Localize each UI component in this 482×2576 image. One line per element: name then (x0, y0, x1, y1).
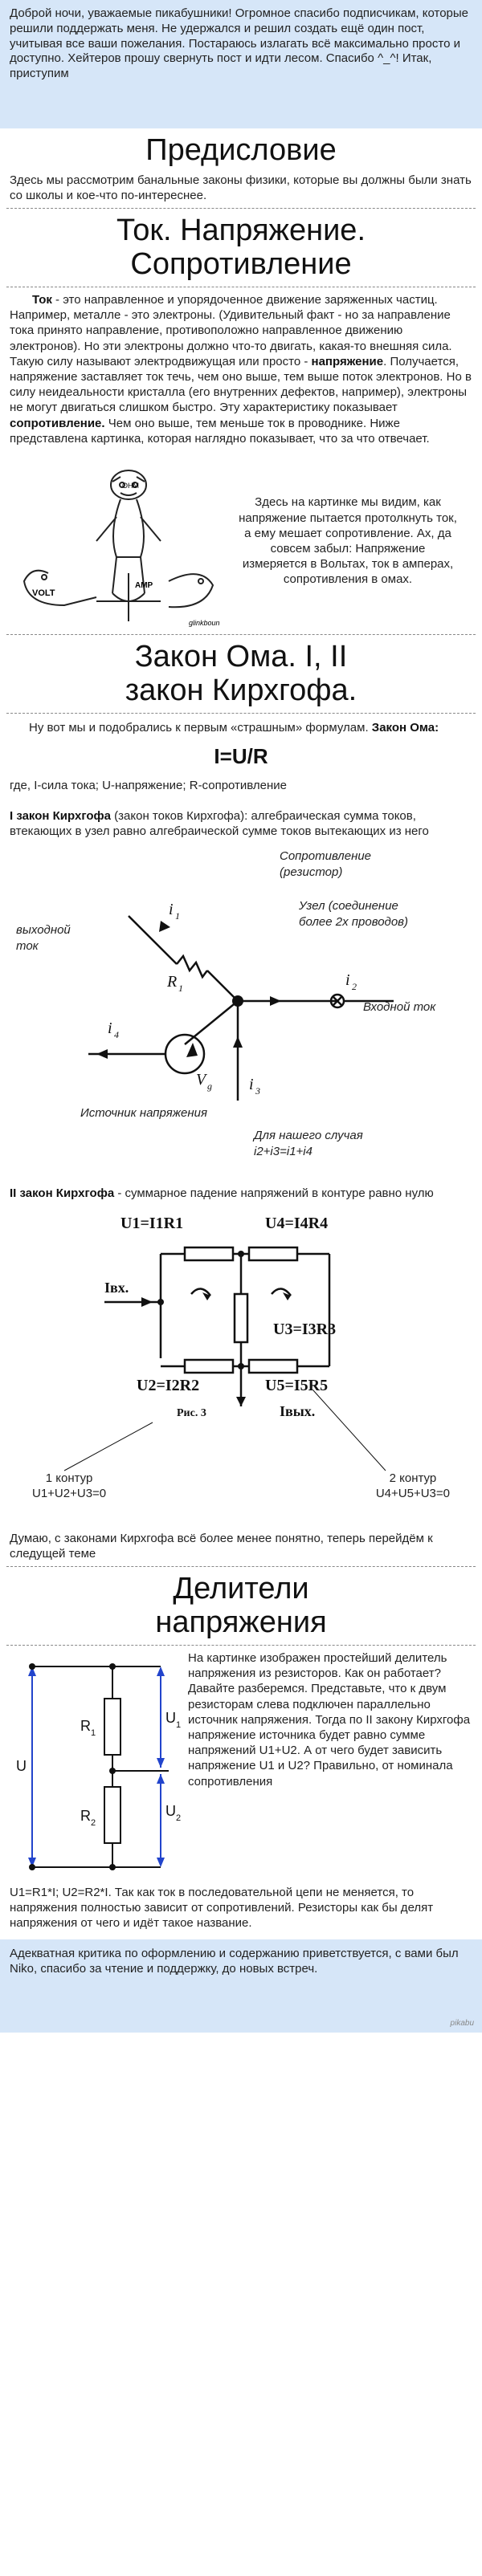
i1-label: i (169, 901, 174, 918)
divider (6, 1565, 476, 1567)
i3-label: i (249, 1076, 254, 1093)
u1-formula: U1=I1R1 (120, 1215, 183, 1232)
source-caption: Источник напряжения (80, 1106, 207, 1120)
kirchhoff-2-desc: - суммарное падение напряжений в контуре… (114, 1186, 434, 1200)
i3-sub: 3 (255, 1085, 260, 1097)
i1-sub: 1 (175, 910, 180, 922)
node-caption: Узел (соединение (298, 899, 398, 913)
output-current-caption-2: ток (16, 939, 39, 953)
resistor-caption: Сопротивление (280, 849, 371, 863)
u3-formula: U3=I3R3 (273, 1321, 336, 1338)
intro-text: Доброй ночи, уважаемые пикабушники! Огро… (10, 6, 469, 80)
case-caption: Для нашего случая (252, 1129, 363, 1142)
contour-1: 1 контур U1+U2+U3=0 (32, 1471, 106, 1501)
current-paragraph: Ток - это направленное и упорядоченное д… (0, 292, 482, 446)
kirchhoff-1-text: I закон Кирхгофа (закон токов Кирхгофа):… (0, 808, 482, 839)
intro-block: Доброй ночи, уважаемые пикабушники! Огро… (0, 0, 482, 128)
contours-captions: 1 контур U1+U2+U3=0 2 контур U4+U5+U3=0 (0, 1471, 482, 1501)
divider (6, 207, 476, 209)
u1-label: U (165, 1710, 176, 1726)
i4-label: i (108, 1019, 112, 1037)
ohm-cartoon-caption: Здесь на картинке мы видим, как напряжен… (239, 495, 457, 587)
ohm-lead: Ну вот мы и подобрались к первым «страшн… (0, 720, 482, 735)
preface-title: Предисловие (145, 133, 337, 167)
u2-label: U (165, 1803, 176, 1819)
r2-sub: 2 (91, 1818, 96, 1828)
kirchhoff-2-label: II закон Кирхгофа (10, 1186, 115, 1200)
current-text-3: Чем оно выше, тем меньше ток в проводник… (10, 416, 430, 446)
r1-label: R (166, 973, 177, 991)
r1-sub: 1 (91, 1728, 96, 1738)
kirchhoff-2-text: II закон Кирхгофа - суммарное падение на… (0, 1186, 482, 1201)
footer-block: Адекватная критика по оформлению и содер… (0, 1939, 482, 2033)
r2-label: R (80, 1808, 91, 1824)
kirchhoff-summary: Думаю, с законами Кирхгофа всё более мен… (10, 1531, 433, 1561)
ohm-label: OHM (122, 482, 139, 490)
watermark: pikabu (450, 2018, 474, 2028)
vg-sub: g (207, 1080, 212, 1092)
contour-2-label: 2 контур (389, 1471, 437, 1486)
term-current: Ток (32, 293, 52, 307)
kirchhoff-1-label: I закон Кирхгофа (10, 808, 111, 823)
u2-sub: 2 (176, 1813, 181, 1823)
ohm-law-label: Закон Ома: (371, 720, 439, 735)
voltage-divider-title: Делители напряжения (155, 1571, 327, 1640)
ohm-legend: где, I-сила тока; U-напряжение; R-сопрот… (10, 779, 288, 793)
amp-label: AMP (135, 581, 153, 590)
r1-sub: 1 (178, 983, 183, 994)
ohm-cartoon-illustration: OHM VOLT AMP glinkboun (22, 469, 220, 627)
preface-text: Здесь мы рассмотрим банальные законы физ… (10, 173, 472, 202)
node-caption-2: более 2х проводов) (299, 915, 408, 929)
contour-2: 2 контур U4+U5+U3=0 (376, 1471, 450, 1501)
divider (6, 1645, 476, 1646)
i4-sub: 4 (114, 1029, 119, 1040)
u5-formula: U5=I5R5 (265, 1377, 328, 1394)
contour-2-equation: U4+U5+U3=0 (375, 1487, 450, 1501)
divider (6, 633, 476, 635)
kirchhoff-1-desc: (закон токов Кирхгофа): алгебраическая с… (10, 808, 429, 838)
u2-formula: U2=I2R2 (137, 1377, 199, 1394)
r1-label: R (80, 1718, 91, 1734)
term-resistance: сопротивление. (10, 416, 105, 430)
contour-1-label: 1 контур (45, 1471, 93, 1486)
kirchhoff-1-diagram: Сопротивление (резистор) Узел (соединени… (16, 849, 436, 1158)
i2-sub: 2 (352, 981, 357, 992)
volt-label: VOLT (32, 588, 55, 598)
footer-text: Адекватная критика по оформлению и содер… (10, 1946, 459, 1976)
current-text-2: . Получается, напряжение заставляет ток … (10, 354, 472, 415)
cartoon-signature: glinkboun (189, 619, 220, 627)
ohm-formula: I=U/R (214, 744, 268, 769)
ohm-kirchhoff-title: Закон Ома. I, II закон Кирхгофа. (125, 639, 357, 708)
ohm-lead-text: Ну вот мы и подобрались к первым «страшн… (29, 720, 372, 735)
current-text-1: - это направленное и упорядоченное движе… (10, 293, 452, 368)
contour-1-equation: U1+U2+U3=0 (32, 1487, 107, 1501)
divider-explanation: На картинке изображен простейший делител… (188, 1651, 471, 1789)
divider (6, 712, 476, 714)
resistor-caption-2: (резистор) (280, 865, 342, 879)
source-u-label: U (16, 1758, 27, 1774)
ohm-cartoon-row: OHM VOLT AMP glinkboun Здесь на картинке… (0, 453, 482, 629)
i2-label: i (345, 971, 350, 989)
figure-label: Рис. 3 (177, 1407, 206, 1419)
divider-summary: U1=R1*I; U2=R2*I. Так как ток в последов… (10, 1886, 434, 1931)
case-equation: i2+i3=i1+i4 (254, 1145, 312, 1158)
vg-label: V (196, 1071, 208, 1089)
input-current-caption: Входной ток (363, 1000, 436, 1014)
current-title: Ток. Напряжение. Сопротивление (116, 213, 366, 282)
u4-formula: U4=I4R4 (265, 1215, 328, 1232)
post: Доброй ночи, уважаемые пикабушники! Огро… (0, 0, 482, 2033)
kirchhoff-2-diagram: U1=I1R1 U4=I4R4 U3=I3R3 U2=I2R2 U5=I5R5 … (63, 1215, 386, 1471)
output-current-label: Iвых. (280, 1403, 315, 1419)
input-current-label: Iвх. (104, 1280, 129, 1296)
output-current-caption: выходной (16, 923, 71, 937)
term-voltage: напряжение (311, 354, 384, 368)
u1-sub: 1 (176, 1720, 181, 1730)
